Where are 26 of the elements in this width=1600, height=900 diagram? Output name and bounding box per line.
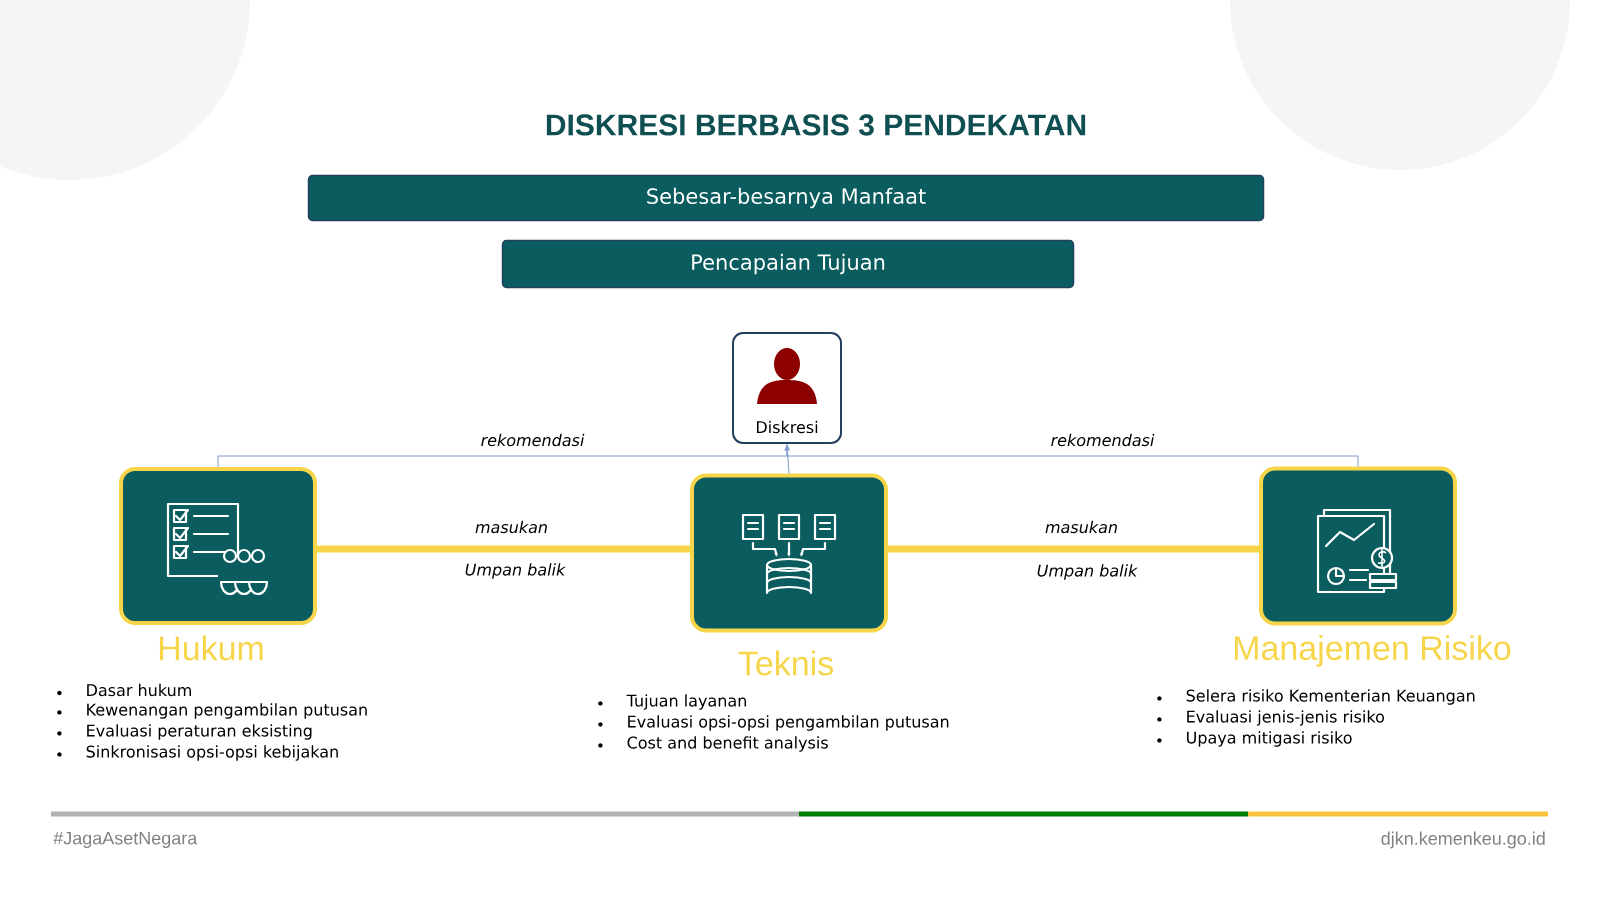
bullet-item: Upaya mitigasi risiko — [1157, 731, 1352, 747]
banner-box: Pencapaian Tujuan — [501, 239, 1075, 289]
card-heading: Hukum — [159, 635, 263, 661]
bullet-item: Tujuan layanan — [598, 694, 746, 710]
bullet-item: Cost and benefit analysis — [598, 736, 828, 752]
edge-label: masukan — [472, 518, 551, 536]
flow-label: Umpan balik — [462, 561, 568, 581]
bullet-item: Sinkronisasi opsi-opsi kebijakan — [57, 745, 338, 761]
edge-label: rekomendasi — [478, 431, 587, 449]
bullet-item: Dasar hukum — [57, 683, 191, 697]
bullet-item: Kewenangan pengambilan putusan — [57, 703, 367, 719]
connector-line — [785, 444, 790, 474]
edge-label: rekomendasi — [1048, 431, 1157, 449]
hashtag-text: #JagaAsetNegara — [51, 829, 200, 851]
flow-label: Umpan balik — [1034, 562, 1140, 582]
bullet-item: Selera risiko Kementerian Keuangan — [1157, 689, 1475, 705]
card-heading: Manajemen Risiko — [1234, 635, 1511, 667]
title: DISKRESI BERBASIS 3 PENDEKATAN — [546, 114, 1086, 136]
person-box: Diskresi — [732, 332, 842, 444]
edge-label: masukan — [1043, 518, 1121, 536]
bullet-item: Evaluasi jenis-jenis risiko — [1157, 710, 1384, 726]
card-heading: Teknis — [738, 650, 833, 676]
web-address: djkn.kemenkeu.go.id — [1378, 829, 1548, 851]
bullet-item: Evaluasi opsi-opsi pengambilan putusan — [598, 715, 949, 731]
bullet-item: Evaluasi peraturan eksisting — [57, 724, 312, 740]
banner-box: Sebesar-besarnya Manfaat — [307, 174, 1265, 222]
